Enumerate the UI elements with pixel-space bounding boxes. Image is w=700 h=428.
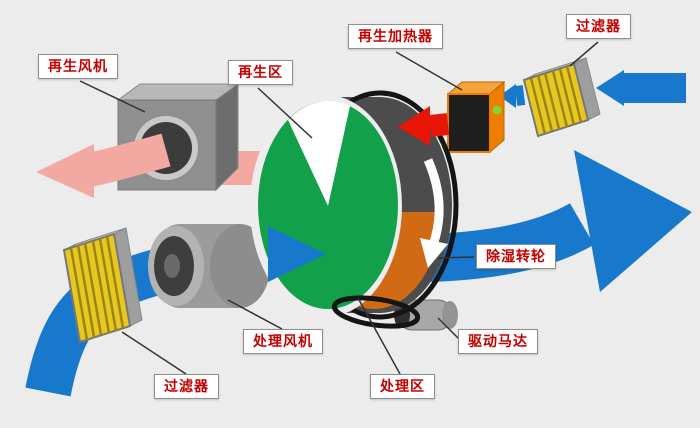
callout-line-regen-heater [395, 51, 463, 91]
callout-line-regen-fan [79, 80, 146, 113]
heater-indicator-light [492, 105, 502, 115]
intake-air-arrowhead [596, 70, 624, 106]
label-regeneration-zone: 再生区 [228, 60, 293, 85]
callout-line-regen-zone [257, 87, 313, 139]
label-drive-motor: 驱动马达 [458, 329, 538, 354]
callout-line-process-zone [357, 297, 401, 375]
callout-lines [79, 41, 599, 375]
callout-line-wheel [437, 256, 475, 259]
regen-exhaust-band-left [86, 133, 171, 187]
filter-pleats [69, 235, 125, 341]
filter-top-right [522, 57, 601, 138]
rotation-arrowhead [420, 238, 448, 268]
label-process-zone: 处理区 [370, 374, 435, 399]
label-dehumidifier-wheel: 除湿转轮 [476, 244, 556, 269]
filter-pleats [529, 65, 583, 135]
callout-line-filter-bottom [121, 331, 187, 375]
wheel-regeneration-sector [288, 100, 350, 206]
motor-cap-right [442, 301, 458, 329]
heater-front-face [447, 93, 491, 153]
filter-to-heater-arrowhead [499, 84, 516, 108]
label-regeneration-fan: 再生风机 [38, 54, 118, 79]
label-filter-top-right: 过滤器 [566, 14, 631, 39]
drive-belt-loop [331, 295, 421, 329]
callout-line-filter-top [569, 41, 599, 67]
hot-air-arrowhead [398, 106, 430, 146]
label-filter-bottom-left: 过滤器 [154, 374, 219, 399]
hot-air-band [428, 113, 450, 137]
wheel-rotation-arrow [420, 158, 448, 268]
callout-line-process-fan [227, 299, 283, 330]
label-process-fan: 处理风机 [243, 329, 323, 354]
label-regeneration-heater: 再生加热器 [348, 24, 443, 49]
regen-exhaust-arrowhead [36, 144, 94, 198]
heater-side-face [489, 80, 505, 154]
filter-bottom-left [62, 227, 143, 344]
rotation-arrow-shaft [423, 158, 444, 250]
process-fan [148, 224, 270, 308]
process-air-inlet-arrowhead [268, 226, 326, 282]
regeneration-heater [446, 80, 506, 154]
process-air-outlet-arrowhead [574, 150, 692, 292]
process-fan-hub [164, 254, 180, 278]
filter-to-heater-band [514, 85, 526, 106]
